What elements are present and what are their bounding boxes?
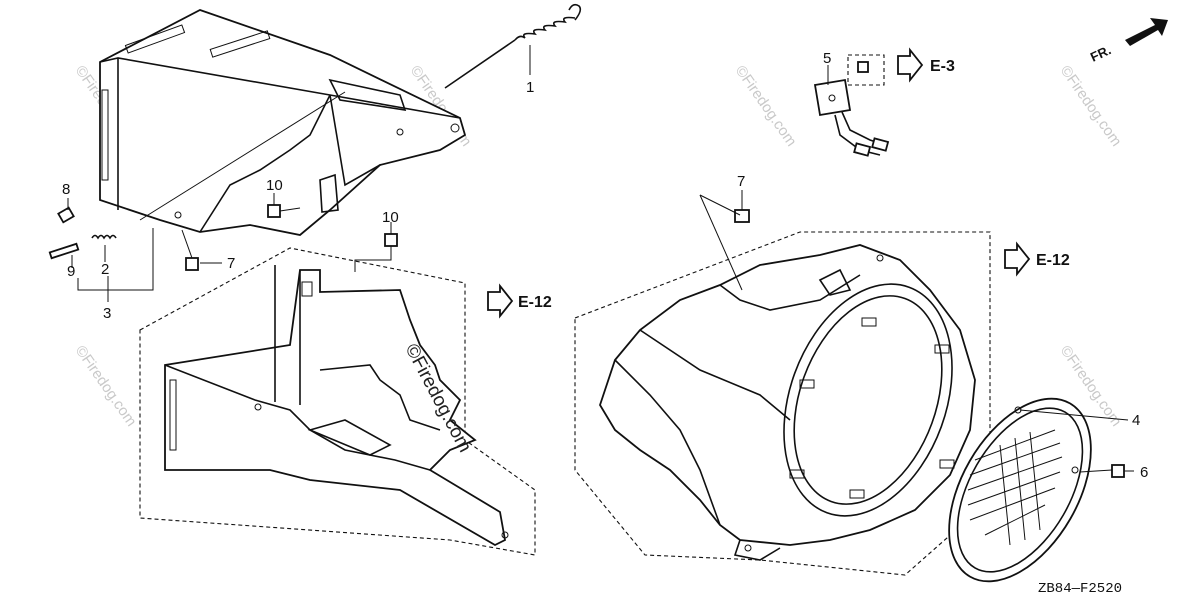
callout-6: 6 <box>1140 464 1148 481</box>
bolt-7-right <box>699 190 750 291</box>
callout-2: 2 <box>101 261 109 278</box>
diagram-code: ZB84—F2520 <box>1038 581 1122 597</box>
callout-3: 3 <box>103 305 111 322</box>
callout-5: 5 <box>823 50 831 67</box>
ignition-unit <box>813 54 890 157</box>
bolts-left <box>181 193 398 272</box>
arrow-e12-left-icon <box>487 283 514 319</box>
front-arrow-icon <box>1125 18 1168 46</box>
front-direction-indicator: FR. <box>1088 18 1168 65</box>
callout-9: 9 <box>67 263 75 280</box>
reference-e12-right: E-12 <box>1036 252 1070 269</box>
callout-8: 8 <box>62 181 70 198</box>
reference-arrows <box>487 47 1031 319</box>
upper-left-shroud <box>99 9 467 236</box>
callout-10-right: 10 <box>382 209 399 226</box>
callout-10-left: 10 <box>266 177 283 194</box>
callout-4: 4 <box>1132 412 1140 429</box>
watermark: ©Firedog.com <box>1057 63 1125 150</box>
dashed-group-right <box>574 231 991 576</box>
small-hardware-left <box>48 198 154 302</box>
fan-grille <box>948 397 1134 583</box>
watermark: ©Firedog.com <box>72 343 140 430</box>
front-label: FR. <box>1088 42 1113 64</box>
section-references: E-3 E-12 E-12 <box>518 58 1070 311</box>
reference-e3: E-3 <box>930 58 955 75</box>
watermark: ©Firedog.com <box>732 63 800 150</box>
fan-shroud <box>599 244 976 561</box>
callout-1: 1 <box>526 79 534 96</box>
reference-e12-left: E-12 <box>518 294 552 311</box>
callout-7-right: 7 <box>737 173 745 190</box>
arrow-e3-icon <box>897 47 924 83</box>
callouts: 1 2 3 4 5 6 7 7 8 9 10 10 <box>62 50 1148 481</box>
arrow-e12-right-icon <box>1004 241 1031 277</box>
callout-7-left: 7 <box>227 255 235 272</box>
lower-left-shroud <box>164 265 509 547</box>
spring-part <box>444 3 582 89</box>
